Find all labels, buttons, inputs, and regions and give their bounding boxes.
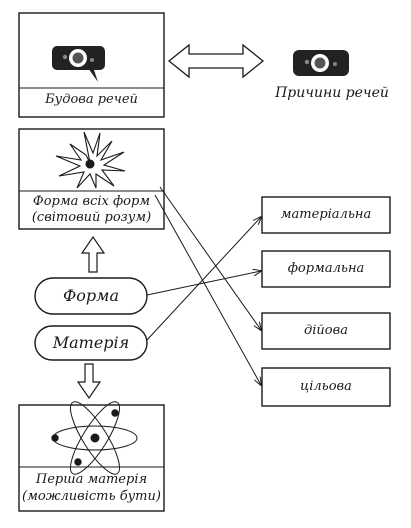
causes-icon <box>293 50 349 76</box>
matter-pill <box>34 325 148 361</box>
form-pill <box>34 277 148 315</box>
form-of-forms-label-line1: Форма всіх форм <box>32 194 151 209</box>
causes-label: Причини речей <box>275 85 389 101</box>
first-matter-label-line2: (можливість бути) <box>22 489 161 504</box>
atom-icon <box>51 401 138 475</box>
connector-forms-to-efficient <box>159 186 261 330</box>
connector-forms-to-final <box>154 194 261 385</box>
connector-matter-to-material <box>146 217 261 341</box>
form-of-forms-label-line2: (світовий розум) <box>31 210 152 225</box>
form-pill-label: Форма <box>63 286 119 305</box>
down-arrow <box>76 363 102 400</box>
form-of-forms-box <box>18 128 165 230</box>
cause-label-formal: формальна <box>287 261 365 276</box>
first-matter-label-line1: Перша матерія <box>35 472 148 487</box>
cause-label-material: матеріальна <box>280 207 372 222</box>
matter-pill-label: Матерія <box>52 333 130 352</box>
double-arrow <box>167 43 265 79</box>
cause-box-material <box>261 196 391 234</box>
starburst-icon <box>55 131 126 189</box>
cause-label-efficient: дійова <box>304 323 348 338</box>
first-matter-box <box>18 404 165 512</box>
up-arrow <box>80 235 106 273</box>
structure-label: Будова речей <box>45 92 138 107</box>
cause-box-final <box>261 367 391 407</box>
cause-label-final: цільова <box>300 379 352 394</box>
speech-bubble-icon <box>52 46 105 82</box>
